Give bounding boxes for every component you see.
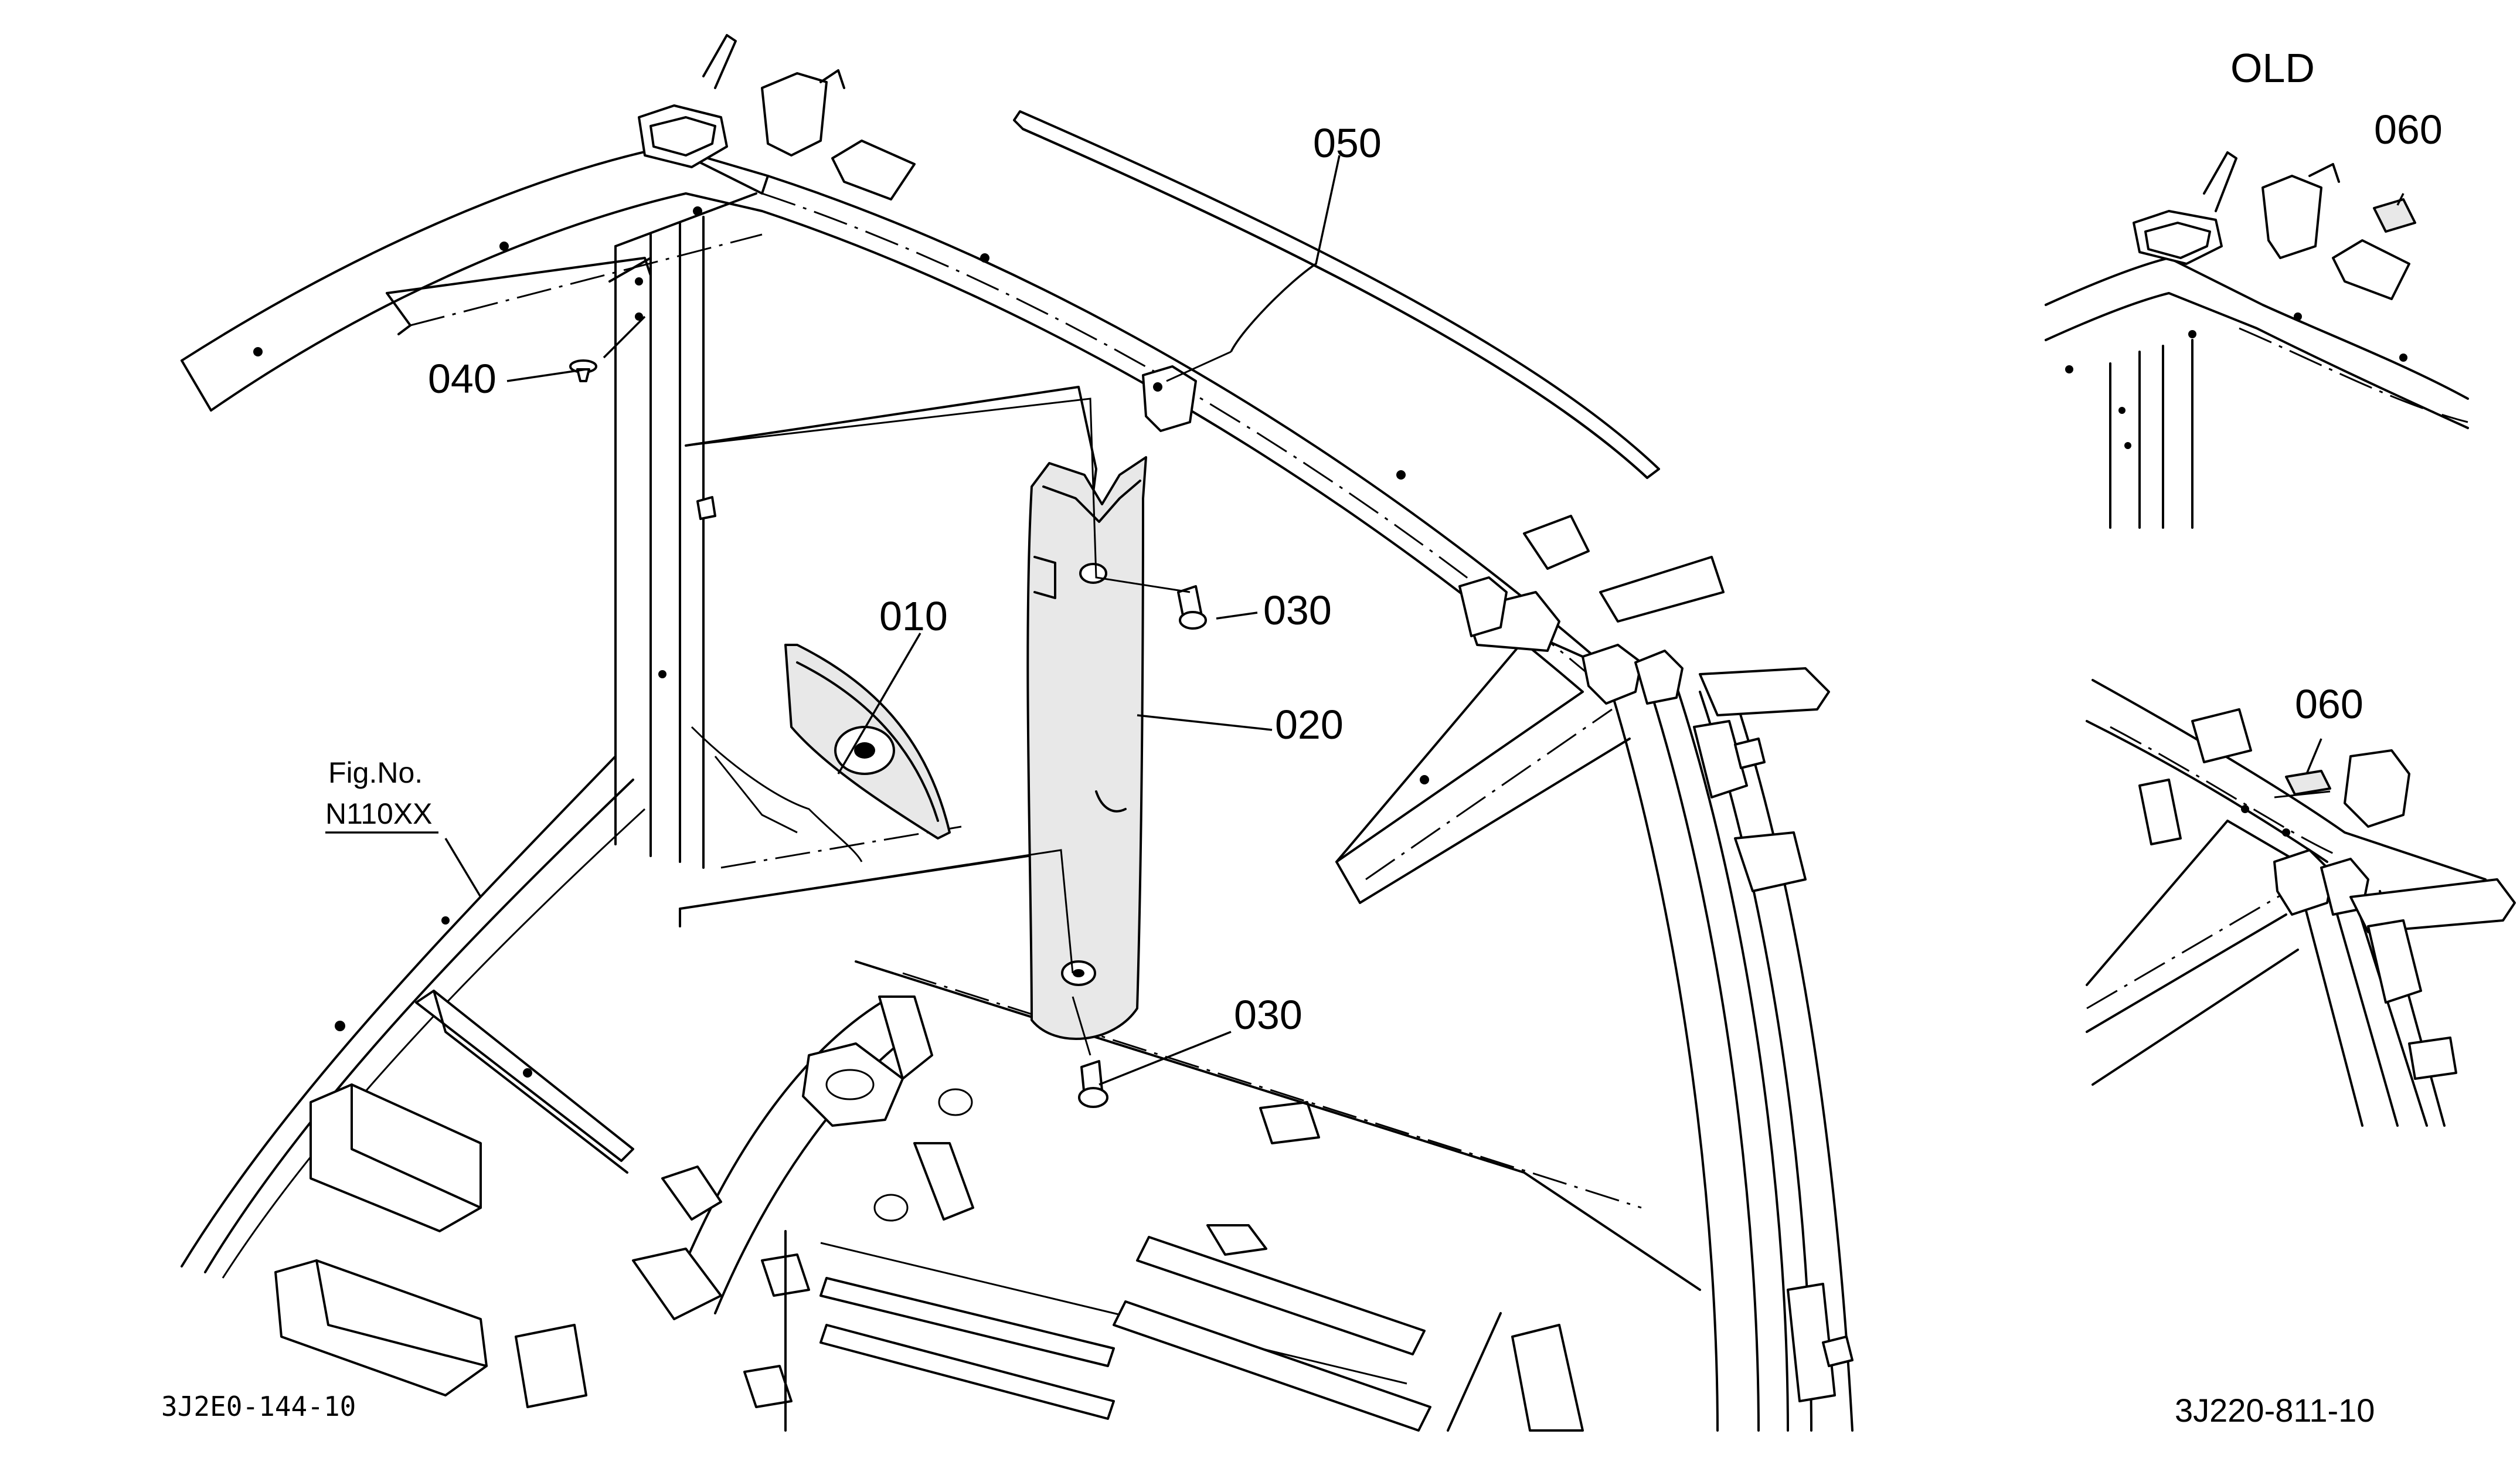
drawing-code-left: 3J2E0-144-10: [161, 1391, 356, 1422]
rail-bracket: [1142, 365, 1508, 637]
upper-left-arm: [386, 192, 763, 327]
label-040: 040: [428, 356, 496, 402]
part-020-trim: [1026, 456, 1147, 1041]
lower-left-beam: [181, 755, 646, 1279]
part-030-screw-lower: [1078, 1060, 1108, 1108]
left-pillar: [608, 216, 716, 869]
label-fig-no: Fig.No.: [328, 756, 423, 789]
lower-center-structure: [515, 960, 1701, 1432]
inset-old: [2045, 151, 2469, 529]
part-050-strip: [1013, 110, 1660, 479]
inset-new: [2086, 679, 2516, 1127]
label-050: 050: [1313, 120, 1382, 166]
right-arm: [1335, 515, 1725, 904]
label-030-upper: 030: [1263, 587, 1332, 633]
part-030-screw-upper: [1177, 585, 1207, 630]
label-060-old: 060: [2374, 107, 2443, 152]
label-030-lower: 030: [1234, 992, 1302, 1038]
label-fig-ref: N110XX: [325, 797, 433, 830]
label-020: 020: [1275, 702, 1344, 747]
right-pillar: [1582, 644, 1854, 1432]
label-old: OLD: [2230, 45, 2315, 91]
leader-lines: [444, 155, 1341, 1086]
label-060-new: 060: [2295, 681, 2363, 727]
top-corner-bracket: [638, 34, 916, 201]
lower-left-brackets: [274, 990, 634, 1396]
part-010-trim: [784, 644, 951, 840]
drawing-code-right: 3J220-811-10: [2175, 1392, 2375, 1429]
label-010: 010: [879, 593, 948, 639]
